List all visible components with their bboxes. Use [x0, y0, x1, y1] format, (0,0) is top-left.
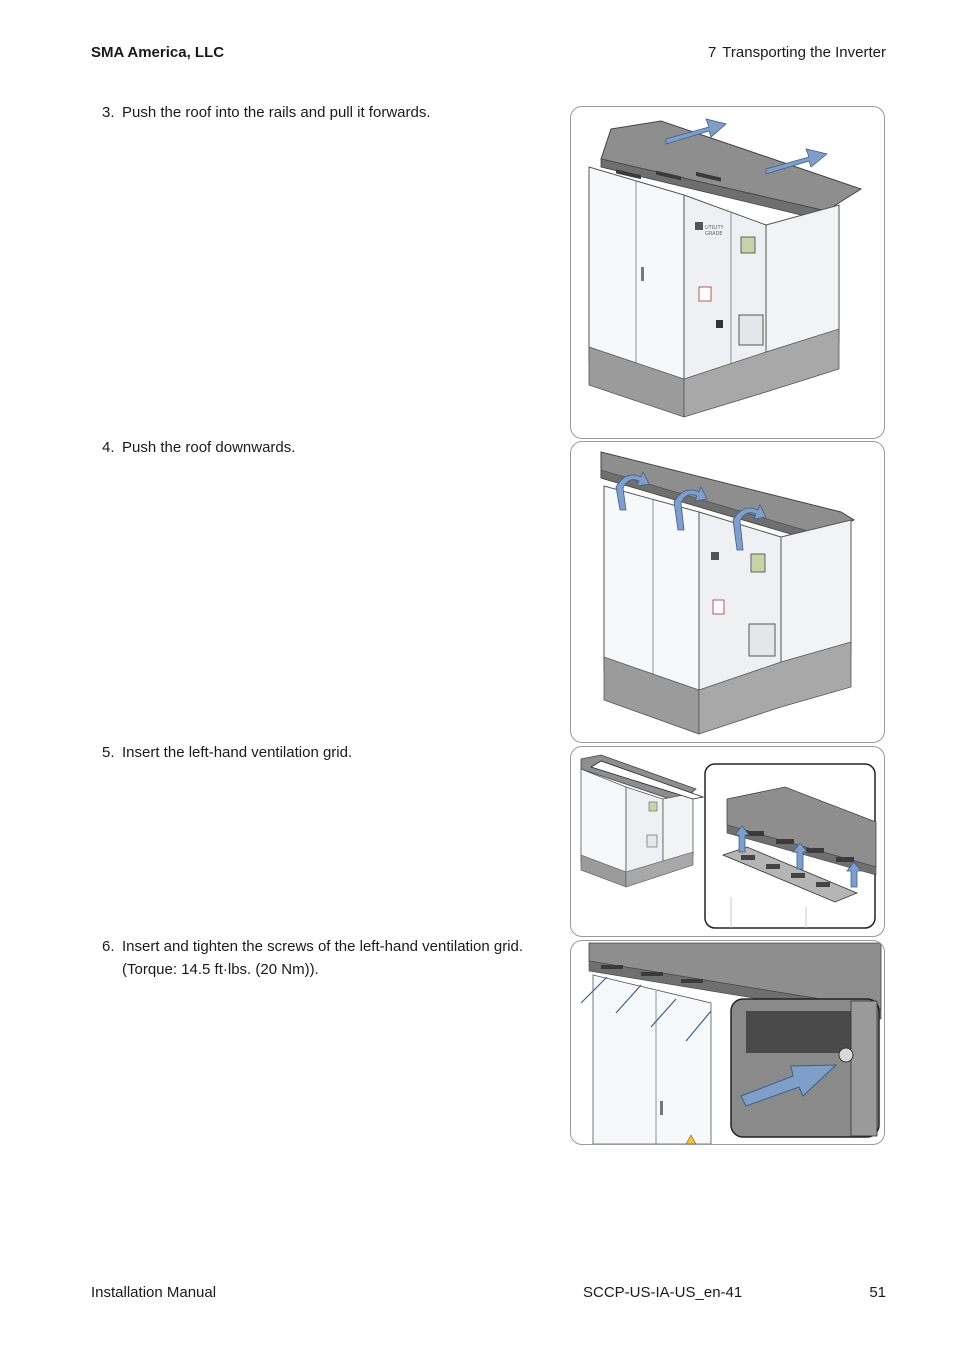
figure-push-roof-forward: UTILITY GRADE [570, 106, 885, 439]
footer-page-number: 51 [869, 1284, 886, 1301]
inverter-illustration [580, 942, 882, 1144]
inverter-illustration [580, 754, 877, 929]
figure-push-roof-down [570, 441, 885, 743]
chapter-number: 7 [707, 44, 717, 61]
step-text: Insert and tighten the screws of the lef… [122, 938, 524, 955]
arrow-insert-icon [740, 1064, 838, 1107]
figure-tighten-screws [570, 940, 885, 1145]
step-number: 4. [102, 439, 115, 456]
page-header-company: SMA America, LLC [91, 44, 225, 61]
inverter-illustration [600, 451, 856, 735]
badge-text: UTILITY [705, 225, 725, 231]
arrow-forward-icon [665, 118, 727, 145]
figure-insert-ventilation-grid [570, 746, 885, 937]
warning-icon [685, 1134, 697, 1144]
screw-icon [838, 1047, 854, 1063]
arrow-down-icon [732, 504, 767, 551]
inverter-illustration: UTILITY GRADE [588, 118, 863, 418]
arrow-forward-icon [765, 148, 828, 175]
step-6: 6. Insert and tighten the screws of the l… [102, 935, 523, 981]
step-4: 4. Push the roof downwards. [102, 436, 295, 459]
arrow-up-icon [734, 825, 750, 853]
step-text: Insert the left-hand ventilation grid. [122, 744, 353, 761]
chapter-title: Transporting the Inverter [722, 44, 886, 61]
step-number: 6. [102, 938, 115, 955]
page-header-chapter: 7 Transporting the Inverter [708, 44, 886, 61]
arrow-up-icon [792, 842, 808, 870]
step-5: 5. Insert the left-hand ventilation grid. [102, 741, 352, 764]
step-number: 5. [102, 744, 115, 761]
step-text: Push the roof downwards. [122, 439, 296, 456]
arrow-up-icon [846, 861, 862, 888]
step-number: 3. [102, 104, 115, 121]
badge-text: GRADE [705, 231, 723, 237]
arrow-down-icon [615, 471, 650, 511]
footer-manual: Installation Manual [91, 1284, 217, 1301]
step-text: Push the roof into the rails and pull it… [122, 104, 431, 121]
arrow-down-icon [673, 486, 708, 531]
step-text-torque: (Torque: 14.5 ft·lbs. (20 Nm)). [122, 961, 319, 978]
footer-doc-code: SCCP-US-IA-US_en-41 [583, 1284, 743, 1301]
step-3: 3. Push the roof into the rails and pull … [102, 101, 431, 124]
